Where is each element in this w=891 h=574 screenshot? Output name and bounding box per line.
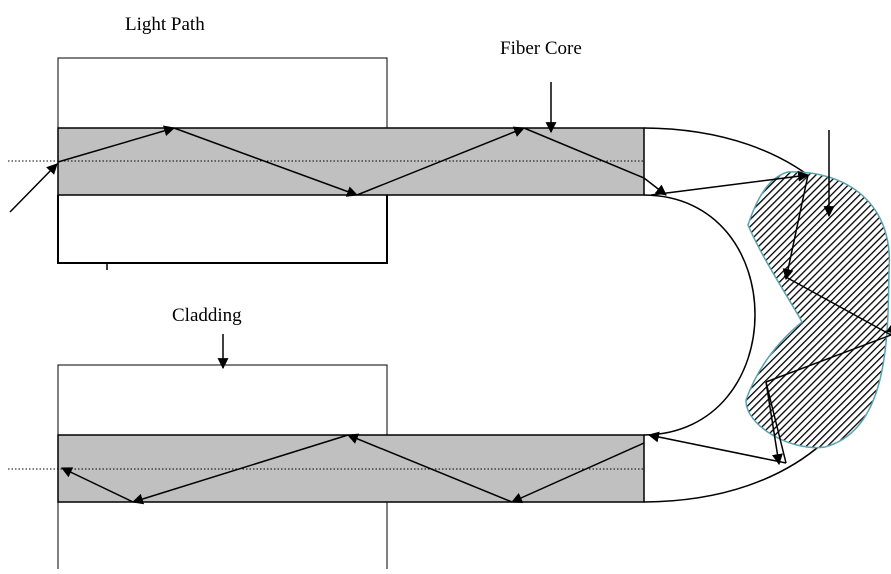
ray-segment — [346, 433, 513, 503]
ray-segment — [647, 431, 787, 464]
incident-ray — [9, 163, 58, 213]
ray-segment — [131, 434, 349, 505]
upper-cladding-bottom-block — [57, 195, 388, 264]
bend-inner-curve — [643, 194, 756, 436]
ray-segment — [523, 127, 645, 179]
light-path-label: Light Path — [125, 14, 205, 35]
ray-segment — [61, 467, 134, 503]
ray-segment — [765, 381, 783, 466]
lower-cladding-bottom-block — [57, 502, 388, 569]
upper-cladding — [57, 57, 388, 270]
light-path-rays — [9, 125, 891, 505]
ray-segment — [765, 381, 787, 464]
ray-segment — [57, 125, 176, 163]
ray-segment — [783, 275, 891, 336]
ray-segment — [765, 334, 891, 383]
ray-segment — [650, 170, 810, 196]
ray-segment — [356, 126, 526, 196]
ray-segment — [510, 442, 645, 503]
fiber-core-label: Fiber Core — [500, 38, 582, 59]
bend-loss-region — [745, 171, 891, 449]
upper-cladding-top-block — [57, 57, 388, 129]
ray-segment — [643, 177, 667, 196]
cladding-label: Cladding — [172, 305, 242, 326]
lower-cladding-top-block — [57, 364, 388, 436]
lower-cladding — [57, 364, 388, 569]
ray-segment — [782, 174, 809, 281]
ray-segment — [173, 127, 359, 197]
